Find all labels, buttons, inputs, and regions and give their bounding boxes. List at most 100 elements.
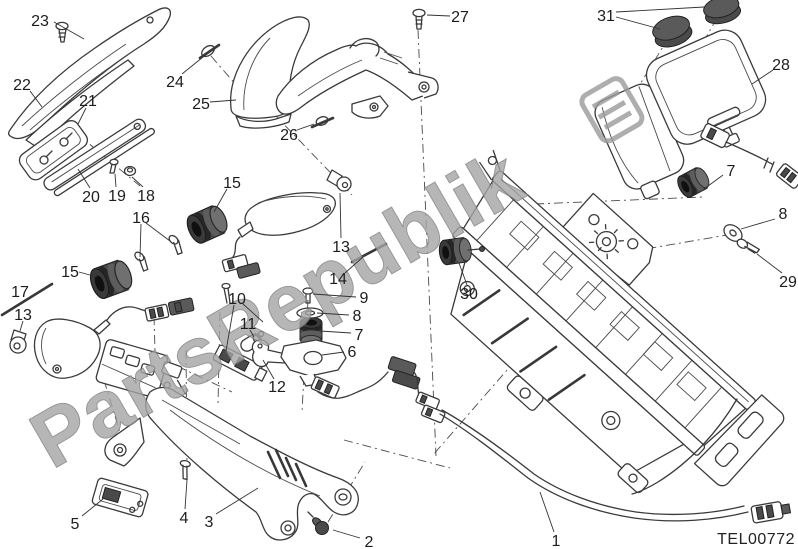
plate-holder-arm	[7, 7, 172, 149]
part-number-5: 5	[71, 516, 80, 533]
part-number-4: 4	[180, 510, 189, 527]
plate-holder-3	[95, 339, 359, 541]
leader-line-26	[296, 123, 315, 131]
tail-light-drawing	[594, 29, 798, 200]
leader-line-31	[615, 16, 661, 30]
part-number-9: 9	[360, 290, 369, 307]
leader-line-14	[344, 256, 364, 274]
rod-14	[350, 242, 388, 264]
rubber-cap-31a	[652, 15, 693, 48]
wiring-harness	[310, 356, 792, 524]
screw-16a	[168, 234, 183, 256]
screw-16b	[134, 251, 149, 272]
part-number-15: 15	[61, 264, 79, 281]
leader-line-20	[77, 168, 91, 189]
leader-line-8	[740, 218, 776, 230]
part-number-23: 23	[31, 13, 49, 30]
leader-line-15	[213, 188, 228, 213]
part-number-2: 2	[365, 534, 374, 549]
part-number-27: 27	[451, 9, 469, 26]
leader-line-16	[145, 222, 171, 242]
leader-line-31	[615, 6, 705, 13]
leader-line-24	[181, 56, 204, 75]
part-number-26: 26	[280, 127, 298, 144]
part-number-22: 22	[13, 77, 31, 94]
leader-line-1	[539, 491, 555, 533]
leader-line-3	[215, 487, 259, 515]
screw-plate-light	[221, 282, 231, 304]
clip-24	[198, 43, 221, 60]
grommet-15-lower	[86, 257, 136, 302]
grommet-30	[437, 236, 485, 267]
leader-line-23	[53, 21, 85, 40]
screw-2	[307, 511, 329, 535]
leader-line-15	[78, 271, 98, 278]
screw-27	[412, 8, 426, 30]
rubber-cap-31b	[703, 0, 742, 25]
leader-line-10	[242, 303, 264, 323]
part-number-11: 11	[240, 316, 257, 333]
leader-line-12	[262, 359, 275, 380]
part-number-31: 31	[597, 8, 615, 25]
harness-connector-1	[750, 501, 792, 524]
part-number-13: 13	[332, 239, 350, 256]
part-number-20: 20	[82, 189, 100, 206]
screw-19	[109, 158, 119, 174]
leader-line-25	[209, 99, 237, 103]
part-number-8: 8	[353, 308, 362, 325]
part-number-3: 3	[205, 514, 214, 531]
rod-17	[0, 282, 54, 317]
screw-4	[179, 459, 191, 481]
screw-29	[736, 238, 760, 254]
leader-line-6	[321, 351, 345, 356]
leader-line-10	[225, 304, 235, 352]
grommet-15-upper	[182, 202, 232, 247]
leader-line-2	[332, 529, 361, 539]
leader-line-16	[139, 223, 142, 258]
drawing-code: TEL00772	[717, 531, 795, 548]
leader-line-9	[312, 293, 357, 298]
clip-26	[310, 116, 335, 129]
part-number-14: 14	[329, 271, 347, 288]
plate-bracket-bar	[43, 118, 155, 197]
leader-line-29	[756, 253, 783, 274]
nut-18	[123, 165, 137, 177]
leader-line-18	[131, 176, 144, 188]
part-number-25: 25	[192, 96, 210, 113]
part-number-13: 13	[14, 307, 32, 324]
leader-line-21	[77, 107, 87, 125]
rubber-pad	[18, 120, 89, 181]
part-number-21: 21	[79, 93, 97, 110]
turn-signal-right	[221, 192, 336, 279]
part-number-1: 1	[552, 533, 561, 549]
leader-line-19	[114, 173, 117, 188]
leader-line-7	[703, 174, 724, 190]
washer-8-right	[723, 224, 743, 242]
bracket-6	[280, 339, 347, 387]
part-number-6: 6	[348, 344, 357, 361]
part-number-18: 18	[137, 188, 155, 205]
bulb-13-left	[9, 329, 27, 354]
leader-line-30	[458, 262, 468, 286]
bulb-13-right	[326, 169, 352, 192]
leader-line-28	[751, 69, 774, 85]
watermark-logo	[579, 76, 645, 144]
reflector-5	[91, 477, 149, 518]
leader-line-8	[316, 312, 350, 316]
part-number-10: 10	[228, 291, 246, 308]
leader-line-13	[19, 320, 24, 332]
part-number-7: 7	[355, 327, 364, 344]
leader-line-4	[184, 479, 188, 510]
part-number-24: 24	[166, 74, 184, 91]
part-number-16: 16	[132, 210, 150, 227]
screw-9	[302, 287, 314, 304]
leader-line-13	[339, 192, 342, 239]
leader-line-11	[249, 329, 255, 338]
rear-subframe-drawing	[450, 149, 785, 494]
part-number-7: 7	[727, 163, 736, 180]
part-number-19: 19	[108, 188, 126, 205]
part-number-29: 29	[779, 274, 797, 291]
